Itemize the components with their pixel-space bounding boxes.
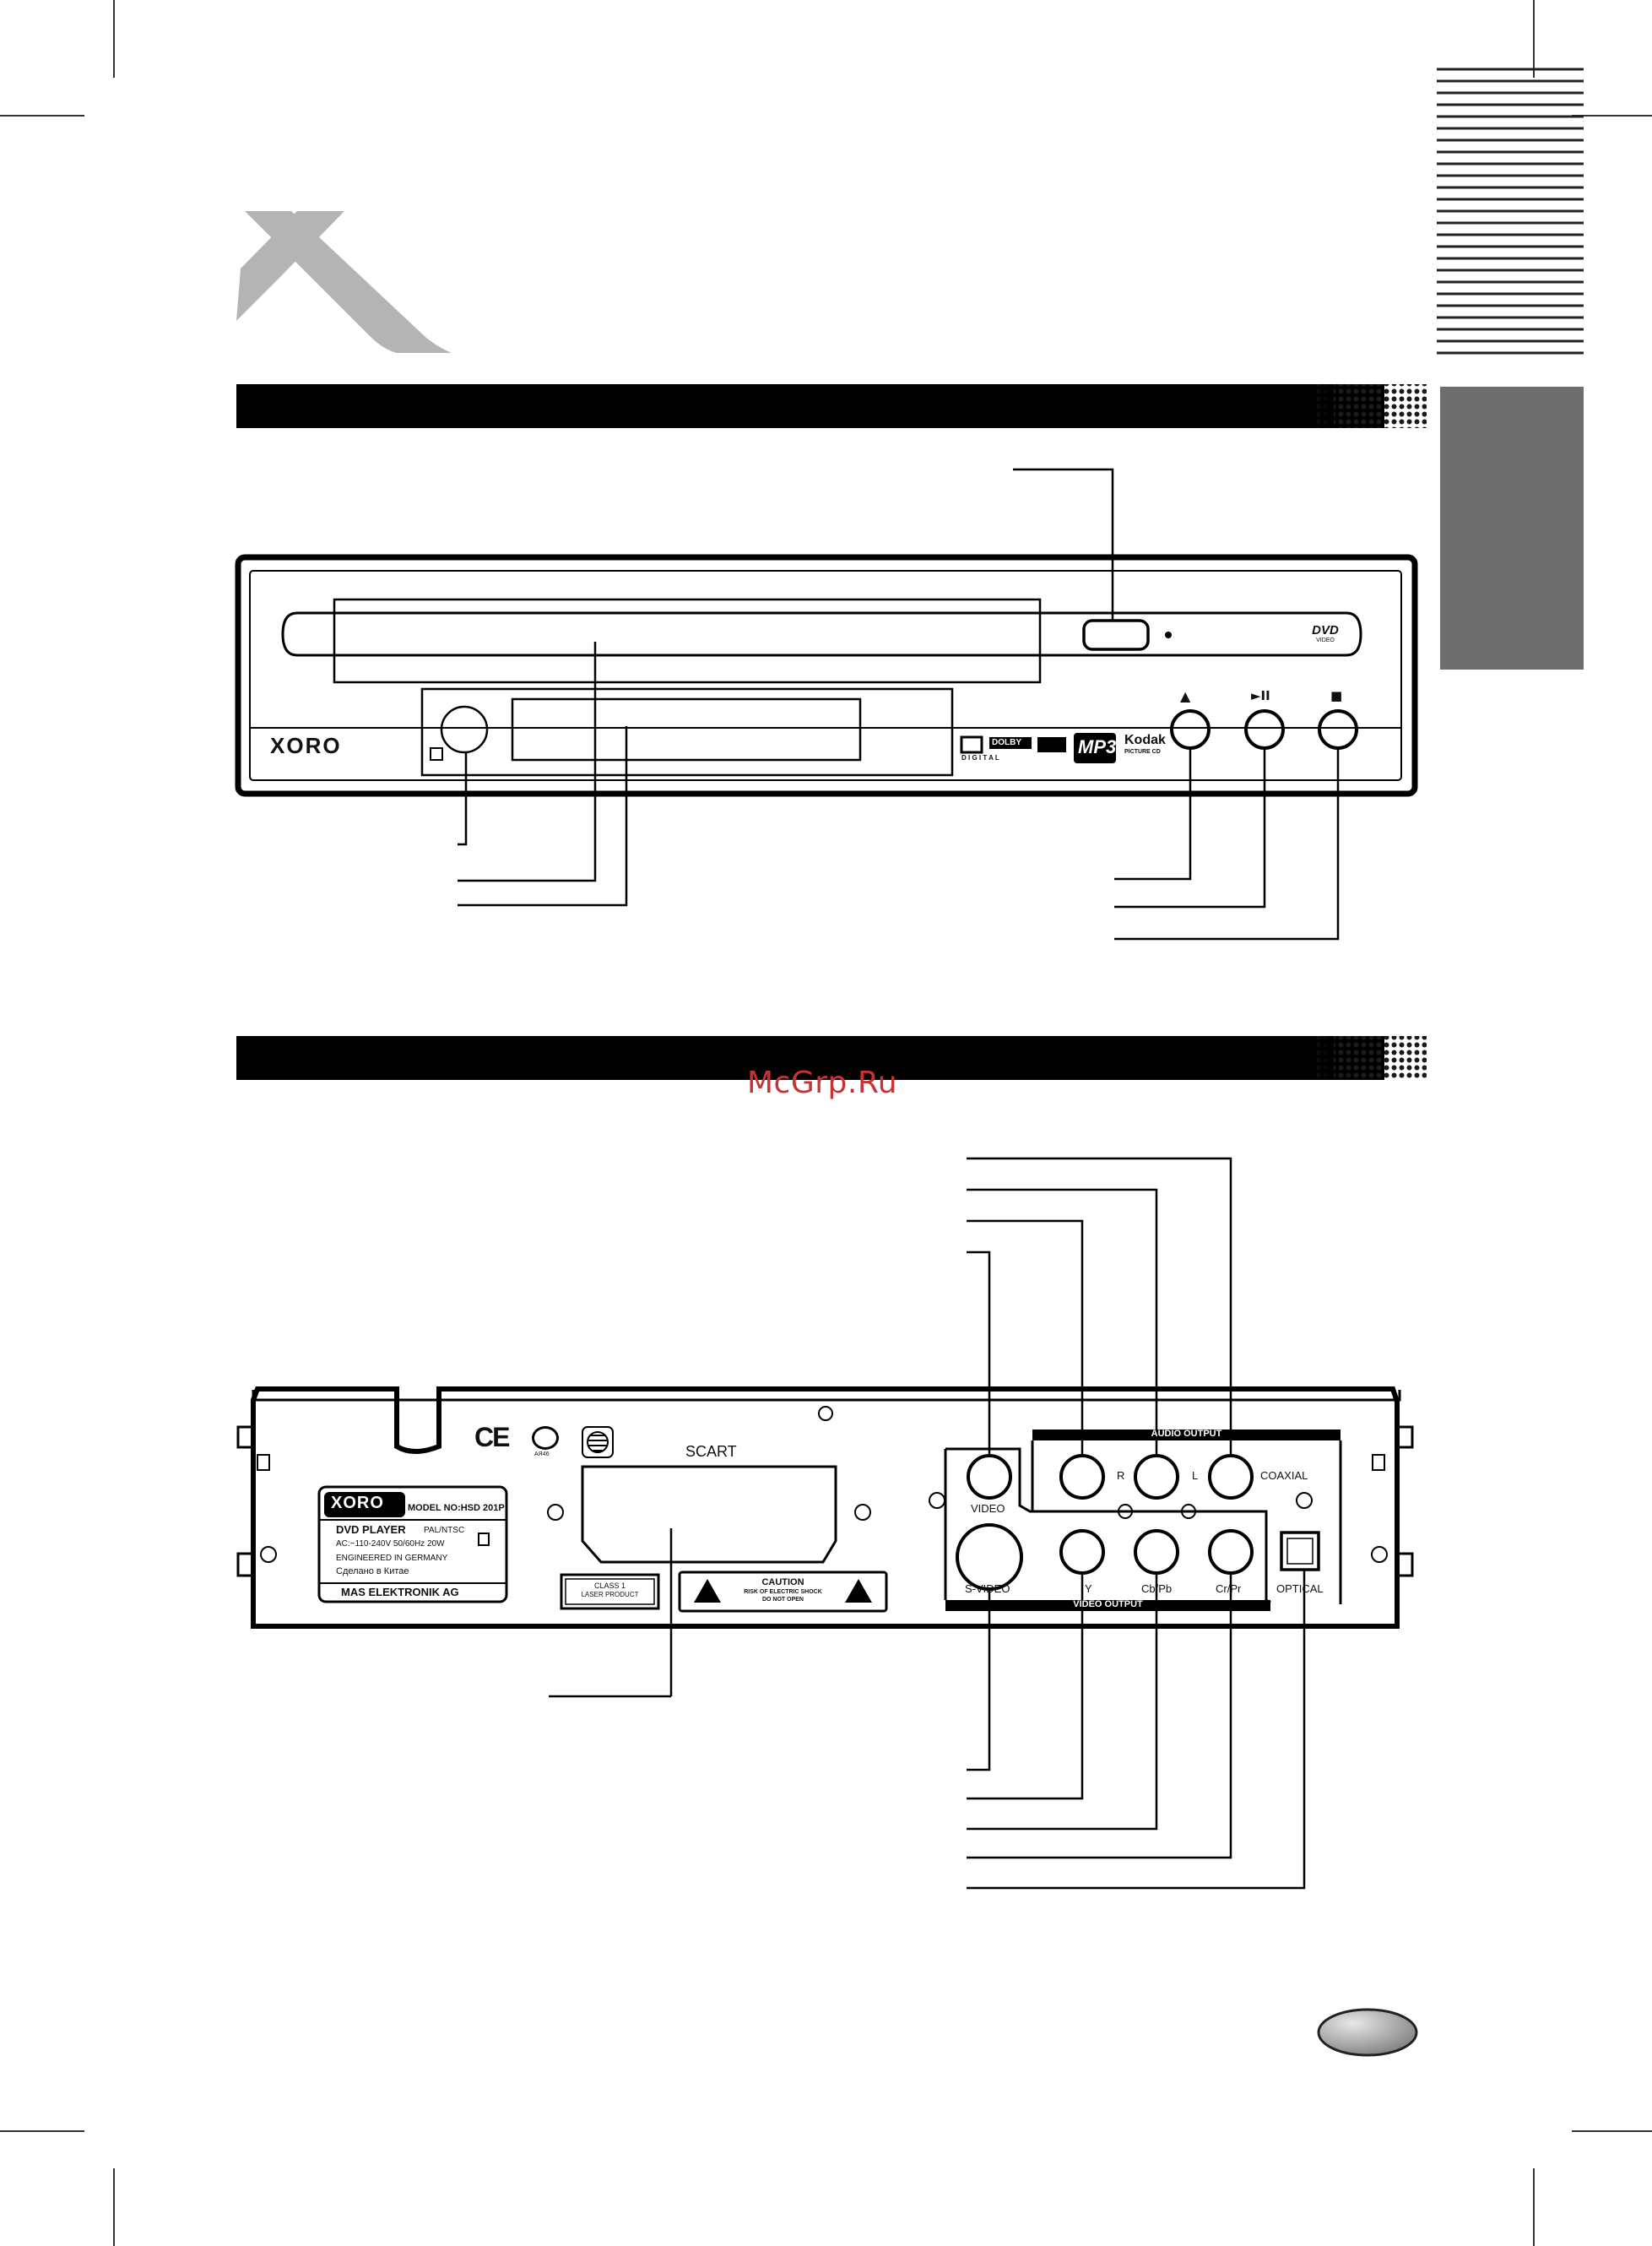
edge-stripes — [1437, 68, 1584, 355]
jack-label-cb-pb: Cb/Pb — [1141, 1582, 1173, 1595]
sticker-engineered: ENGINEERED IN GERMANY — [336, 1554, 448, 1563]
dolby-logo-bottom: D I G I T A L — [961, 754, 999, 762]
jack-label-r: R — [1117, 1469, 1125, 1482]
front-logos-shapes — [960, 733, 1116, 763]
x-logo-graphic — [236, 211, 452, 353]
sticker-brand: XORO — [331, 1494, 384, 1512]
stop-symbol: ■ — [1330, 688, 1343, 703]
section-bar-rear — [236, 1036, 1427, 1080]
jack-label-cr-pr: Cr/Pr — [1216, 1582, 1242, 1595]
section-bar-front — [236, 384, 1427, 428]
globe-icon — [587, 1431, 609, 1453]
dolby-logo-top: DOLBY — [992, 738, 1021, 747]
jack-label-optical: OPTICAL — [1276, 1582, 1324, 1595]
laser-label-line2: LASER PRODUCT — [581, 1591, 639, 1598]
jack-label-video: VIDEO — [971, 1502, 1005, 1515]
rear-leader-lines — [549, 1157, 1306, 1890]
front-panel — [235, 554, 1418, 797]
play-pause-symbol: ►II — [1251, 688, 1270, 703]
jack-label-s-video: S-VIDEO — [965, 1582, 1010, 1595]
sticker-company: MAS ELEKTRONIK AG — [341, 1586, 459, 1598]
mp3-logo: MP3 — [1078, 736, 1117, 757]
front-brand-logo: XORO — [270, 733, 342, 758]
kodak-logo: Kodak — [1124, 733, 1166, 747]
caution-title: CAUTION — [761, 1577, 804, 1587]
page-number-badge — [1317, 2008, 1418, 2057]
laser-label-line1: CLASS 1 — [593, 1581, 626, 1590]
sticker-product: DVD PLAYER — [336, 1523, 406, 1536]
sticker-system: PAL/NTSC — [424, 1526, 465, 1535]
dvd-logo-text: DVD — [1312, 623, 1339, 637]
sticker-made-in: Сделано в Китае — [336, 1566, 409, 1576]
dvd-logo: DVD VIDEO — [1304, 623, 1346, 643]
watermark-text: McGrp.Ru — [747, 1066, 898, 1100]
ce-mark: CE — [474, 1422, 510, 1452]
rostest-icon — [532, 1426, 559, 1450]
scart-label: SCART — [685, 1443, 737, 1460]
kodak-logo-sub: PICTURE CD — [1124, 749, 1161, 755]
eject-symbol: ▲ — [1180, 688, 1191, 704]
sticker-power: AC:~110-240V 50/60Hz 20W — [336, 1539, 445, 1549]
dvd-logo-subtext: VIDEO — [1316, 637, 1335, 643]
caution-line2: DO NOT OPEN — [761, 1597, 804, 1603]
front-leader-lines — [458, 468, 1340, 941]
jack-label-l: L — [1192, 1469, 1199, 1482]
sticker-model: MODEL NO:HSD 201P — [408, 1503, 505, 1513]
audio-output-label: AUDIO OUTPUT — [1151, 1429, 1222, 1439]
video-output-label: VIDEO OUTPUT — [1073, 1599, 1143, 1609]
rostest-code: АЯ46 — [534, 1451, 550, 1457]
caution-line1: RISK OF ELECTRIC SHOCK — [744, 1589, 822, 1595]
jack-label-coaxial: COAXIAL — [1260, 1469, 1308, 1482]
edge-grey-tab — [1440, 387, 1584, 670]
jack-label-y: Y — [1085, 1582, 1092, 1595]
